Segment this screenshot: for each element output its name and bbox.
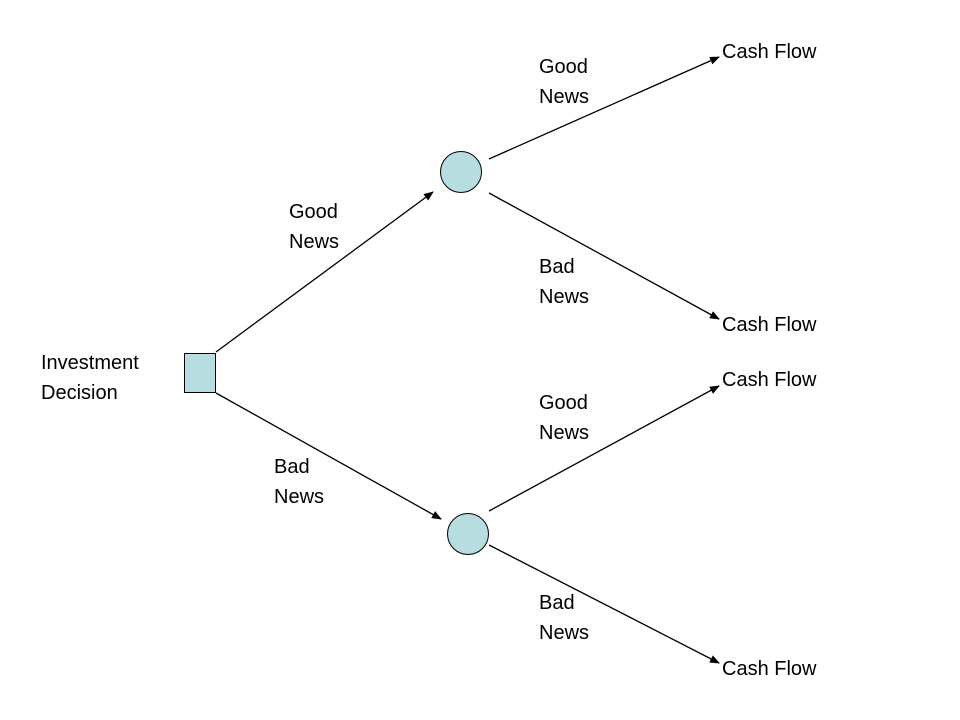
edge-root-to-lower-chance <box>215 392 442 520</box>
branch-label-line1: Good <box>289 201 338 223</box>
branch-label-line1: Bad <box>539 256 575 278</box>
branch-label-good-news-upper: Good News <box>539 52 589 112</box>
outcome-cash-flow-1: Cash Flow <box>722 41 817 63</box>
outcome-cash-flow-4: Cash Flow <box>722 658 817 680</box>
decision-node-square <box>184 353 216 393</box>
edge-lower-good-to-cashflow-3 <box>488 385 720 512</box>
outcome-cash-flow-2: Cash Flow <box>722 314 817 336</box>
branch-label-line2: News <box>289 231 340 253</box>
branch-label-good-news-first: Good News <box>289 197 339 257</box>
root-label-line2: Decision <box>41 382 118 404</box>
branch-label-line2: News <box>539 86 590 108</box>
branch-label-line2: News <box>274 486 325 508</box>
edge-upper-bad-to-cashflow-2 <box>488 192 720 320</box>
edge-upper-good-to-cashflow-1 <box>488 56 720 160</box>
edge-root-to-upper-chance <box>215 191 434 353</box>
branch-label-line2: News <box>539 422 590 444</box>
chance-node-upper <box>440 151 482 193</box>
branch-label-line1: Bad <box>274 456 310 478</box>
chance-node-lower <box>447 513 489 555</box>
edge-lower-bad-to-cashflow-4 <box>488 544 720 664</box>
root-label-investment-decision: Investment Decision <box>41 348 139 408</box>
branch-label-bad-news-upper: Bad News <box>539 252 589 312</box>
branch-label-line1: Good <box>539 56 588 78</box>
branch-label-bad-news-first: Bad News <box>274 452 324 512</box>
branch-label-good-news-lower: Good News <box>539 388 589 448</box>
branch-label-line2: News <box>539 622 590 644</box>
root-label-line1: Investment <box>41 352 139 374</box>
branch-label-line1: Good <box>539 392 588 414</box>
branch-label-line1: Bad <box>539 592 575 614</box>
outcome-cash-flow-3: Cash Flow <box>722 369 817 391</box>
branch-label-bad-news-lower: Bad News <box>539 588 589 648</box>
branch-label-line2: News <box>539 286 590 308</box>
